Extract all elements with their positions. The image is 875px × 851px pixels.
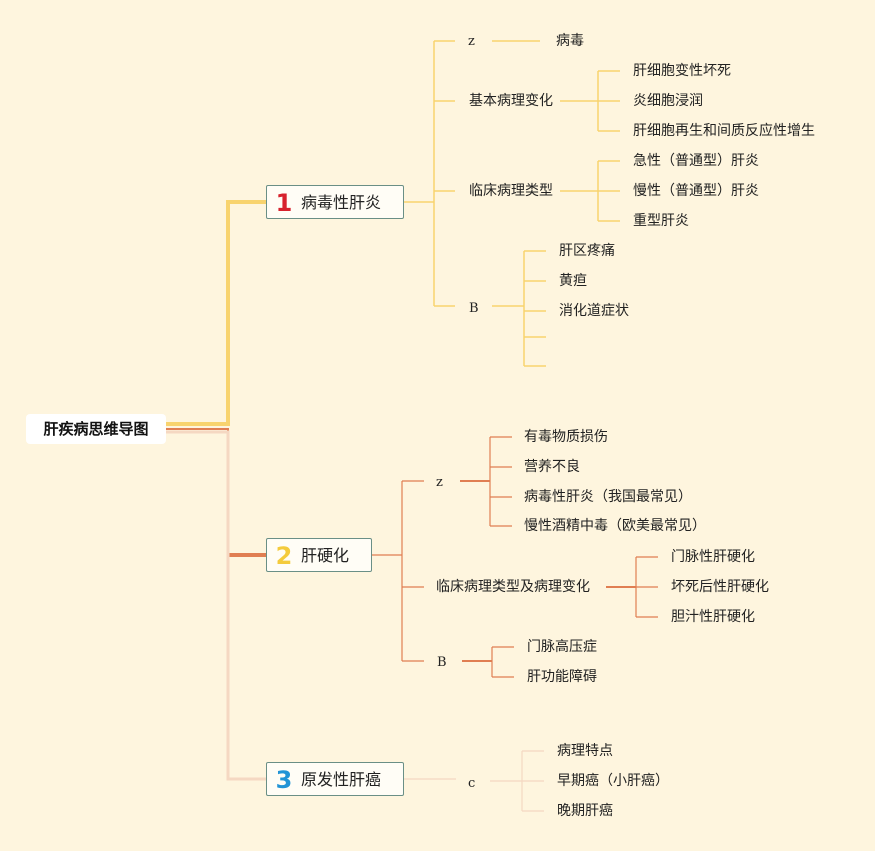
topic-cirrhosis[interactable]: 2 肝硬化	[266, 538, 372, 572]
leaf-node[interactable]: 门脉性肝硬化	[671, 549, 755, 565]
leaf-node[interactable]: 病理特点	[557, 743, 613, 759]
topic-label: 肝硬化	[301, 546, 350, 565]
leaf-node[interactable]: 炎细胞浸润	[633, 93, 703, 109]
leaf-node[interactable]: 晚期肝癌	[557, 803, 613, 819]
subtopic-node[interactable]: 临床病理类型	[469, 183, 553, 199]
subtopic-node[interactable]: 临床病理类型及病理变化	[436, 579, 590, 595]
leaf-node[interactable]: 病毒性肝炎（我国最常见）	[524, 489, 692, 505]
leaf-node[interactable]: 慢性酒精中毒（欧美最常见）	[524, 518, 706, 534]
leaf-node[interactable]: 急性（普通型）肝炎	[633, 153, 759, 169]
subtopic-node[interactable]: z	[468, 34, 475, 49]
leaf-node[interactable]: 肝功能障碍	[527, 669, 597, 685]
topic-number-icon: 2	[275, 542, 293, 570]
topic-viral-hepatitis[interactable]: 1 病毒性肝炎	[266, 185, 404, 219]
leaf-node[interactable]: 营养不良	[524, 459, 580, 475]
leaf-node[interactable]: 有毒物质损伤	[524, 429, 608, 445]
root-node[interactable]: 肝疾病思维导图	[26, 414, 166, 444]
leaf-node[interactable]: 慢性（普通型）肝炎	[633, 183, 759, 199]
leaf-node[interactable]: 黄疸	[559, 273, 587, 289]
topic-number-icon: 1	[275, 189, 293, 217]
topic-number-icon: 3	[275, 766, 293, 794]
subtopic-node[interactable]: 基本病理变化	[469, 93, 553, 109]
subtopic-node[interactable]: z	[436, 475, 443, 490]
leaf-node[interactable]: 门脉高压症	[527, 639, 597, 655]
subtopic-node[interactable]: c	[468, 776, 476, 791]
leaf-node[interactable]: 坏死后性肝硬化	[671, 579, 769, 595]
leaf-node[interactable]: 重型肝炎	[633, 213, 689, 229]
leaf-node[interactable]: 病毒	[556, 33, 584, 49]
subtopic-node[interactable]: B	[469, 301, 479, 316]
leaf-node[interactable]: 早期癌（小肝癌）	[557, 773, 669, 789]
topic-label: 病毒性肝炎	[301, 193, 382, 212]
subtopic-node[interactable]: B	[437, 655, 447, 670]
leaf-node[interactable]: 肝区疼痛	[559, 243, 615, 259]
leaf-node[interactable]: 肝细胞变性坏死	[633, 63, 731, 79]
topic-liver-cancer[interactable]: 3 原发性肝癌	[266, 762, 404, 796]
leaf-node[interactable]: 肝细胞再生和间质反应性增生	[633, 123, 815, 139]
topic-label: 原发性肝癌	[301, 770, 382, 789]
leaf-node[interactable]: 消化道症状	[559, 303, 629, 319]
leaf-node[interactable]: 胆汁性肝硬化	[671, 609, 755, 625]
